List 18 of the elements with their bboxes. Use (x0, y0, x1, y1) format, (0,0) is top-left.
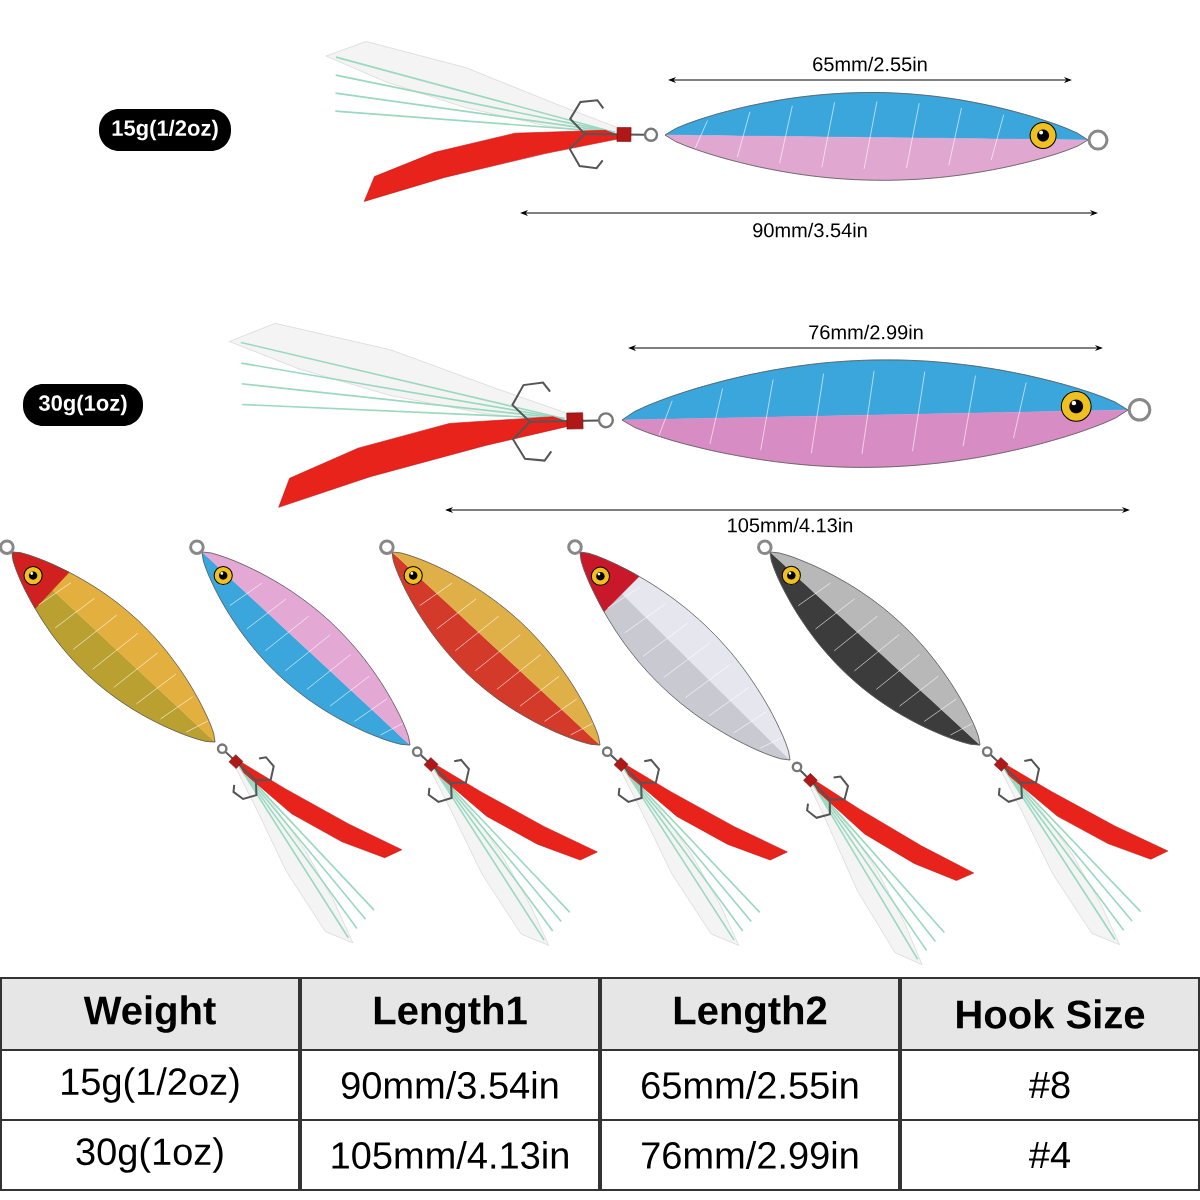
table-cell: #4 (900, 1119, 1200, 1191)
dimension-label: 105mm/4.13in (728, 517, 853, 533)
weight-badge: 30g(1oz) (23, 384, 143, 426)
table-cell: 90mm/3.54in (300, 1049, 600, 1121)
weight-badge: 15g(1/2oz) (99, 109, 231, 151)
table-cell: 76mm/2.99in (600, 1119, 900, 1191)
table-cell: 15g(1/2oz) (0, 1049, 300, 1121)
dimension-label: 76mm/2.99in (809, 324, 923, 340)
dimension-label: 90mm/3.54in (753, 222, 867, 238)
table-header-cell: Hook Size (900, 977, 1200, 1051)
table-header-cell: Length1 (300, 977, 600, 1051)
table-cell: 105mm/4.13in (300, 1119, 600, 1191)
table-cell: #8 (900, 1049, 1200, 1121)
table-cell: 65mm/2.55in (600, 1049, 900, 1121)
table-cell: 30g(1oz) (0, 1119, 300, 1191)
table-header-cell: Weight (0, 977, 300, 1051)
dimension-label: 65mm/2.55in (813, 56, 927, 72)
table-header-cell: Length2 (600, 977, 900, 1051)
